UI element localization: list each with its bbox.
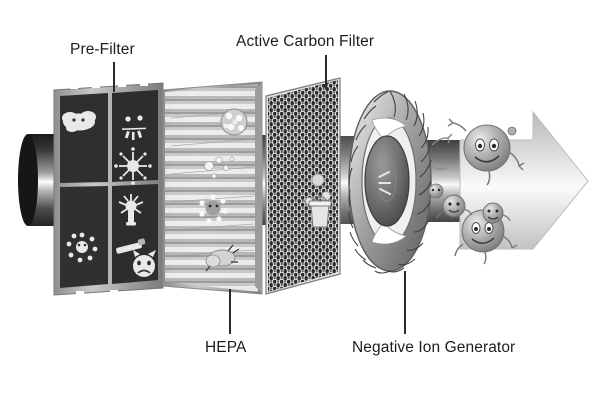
contaminant-icons-prefilter: [62, 111, 156, 277]
mite-icon: [205, 244, 240, 272]
active-carbon-filter-panel: [265, 77, 341, 295]
clean-air-ions: [428, 118, 525, 265]
contaminant-icons-carbon: [304, 173, 332, 228]
leader-line-pre-filter: [113, 62, 115, 92]
sad-virus-icon: [133, 250, 156, 277]
odor-particle-icon: [311, 173, 325, 187]
germ-face-icon: [121, 115, 147, 140]
spore-burst-icon: [118, 194, 144, 226]
leader-line-active-carbon-filter: [325, 55, 327, 89]
label-hepa: HEPA: [205, 339, 247, 356]
happy-ion-icon: [436, 194, 473, 219]
happy-ion-icon: [428, 183, 444, 199]
leader-line-hepa: [229, 289, 231, 334]
pollen-burst-icon: [114, 147, 152, 185]
leader-line-negative-ion-generator: [404, 271, 406, 334]
virus-icon: [199, 194, 228, 224]
paint-bucket-icon: [308, 195, 332, 228]
happy-ion-icon: [482, 202, 511, 224]
pollen-cluster-icon: [220, 108, 248, 136]
negative-ion-generator: [348, 90, 432, 274]
happy-ion-icon: [447, 118, 525, 186]
bacteria-icon: [66, 232, 98, 263]
hepa-panel: [162, 81, 263, 295]
pre-filter-panel: [53, 81, 164, 296]
micro-particles-icon: [204, 156, 235, 179]
label-active-carbon-filter: Active Carbon Filter: [236, 33, 375, 50]
label-negative-ion-generator: Negative Ion Generator: [352, 339, 516, 356]
dust-cloud-icon: [62, 111, 96, 132]
label-pre-filter: Pre-Filter: [70, 41, 135, 58]
contaminant-icons-hepa: [199, 108, 248, 272]
cigarette-icon: [116, 238, 146, 254]
